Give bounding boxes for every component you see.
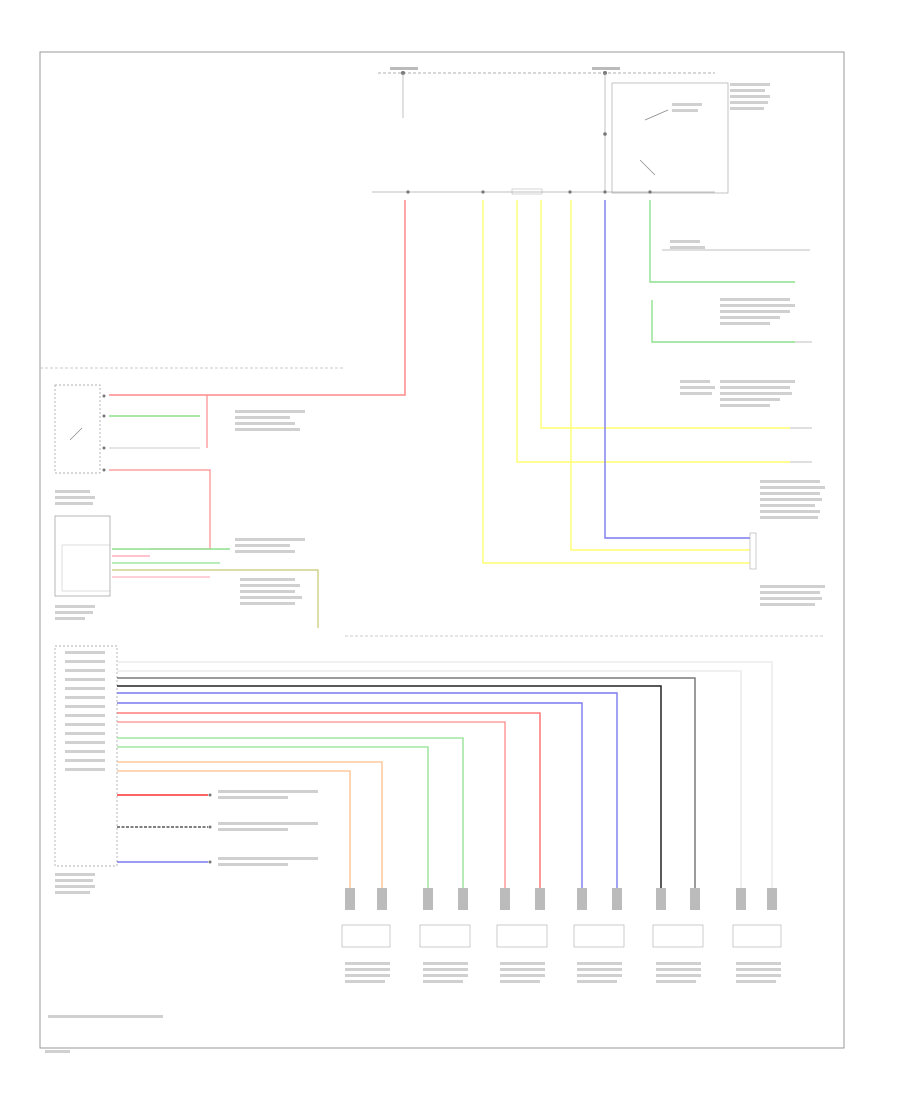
- sensor-stub-wires: [117, 793, 212, 864]
- sensor-connectors: [341, 888, 782, 948]
- sensor-connector-3: [496, 888, 548, 948]
- sensor-connector-2: [419, 888, 471, 948]
- wire-yellow-set: [482, 200, 790, 564]
- wire-green-right: [649, 200, 795, 343]
- diagram-frame: [39, 51, 845, 1049]
- sensor-module-upper: [54, 515, 319, 628]
- wire-red-power: [109, 200, 406, 550]
- wire-blue-right: [604, 200, 750, 539]
- sensor-bus-wires: [117, 661, 773, 888]
- sensor-connector-6: [732, 888, 782, 948]
- connector-strip-top: [372, 188, 715, 195]
- sensor-connector-5: [652, 888, 704, 948]
- control-module-lower: [54, 645, 118, 867]
- sensor-connector-1: [341, 888, 391, 948]
- top-power-rails: [378, 67, 729, 194]
- switch-module: [54, 384, 200, 474]
- illegible-labels: [45, 83, 825, 1053]
- sensor-connector-4: [573, 888, 625, 948]
- right-connector-stubs: [662, 249, 812, 570]
